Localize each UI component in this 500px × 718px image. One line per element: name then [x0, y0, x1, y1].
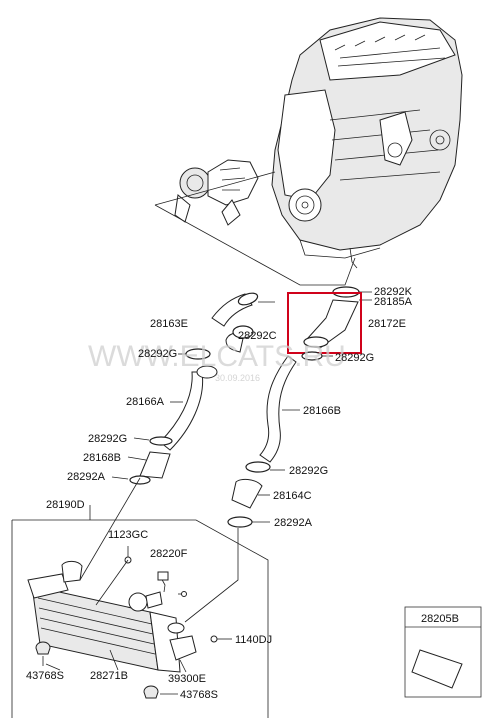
label-28205b: 28205B [421, 613, 459, 625]
grommet-43768s-bottom [143, 685, 178, 699]
pipe-28172e [303, 286, 360, 349]
engine-illustration [271, 17, 463, 269]
label-43768s-left: 43768S [26, 670, 64, 682]
label-28292g-mid: 28292G [88, 433, 127, 445]
grommet-43768s-left [35, 641, 51, 666]
label-28292a-right: 28292A [274, 517, 313, 529]
label-28185a: 28185A [374, 296, 413, 308]
label-28172e: 28172E [368, 318, 406, 330]
label-28190d: 28190D [46, 499, 85, 511]
sticker-box-28205b [404, 606, 482, 698]
turbocharger-illustration [174, 159, 259, 226]
sensor-28220f [128, 571, 187, 612]
intercooler-28271b [27, 560, 197, 673]
label-28292g-right: 28292G [335, 352, 374, 364]
hose-28164c [231, 478, 263, 509]
bolt-1123gc [95, 546, 132, 606]
watermark-date: 30.09.2016 [215, 373, 260, 383]
clamp-28292c [232, 325, 254, 339]
label-28164c: 28164C [273, 490, 312, 502]
label-1123gc: 1123GC [108, 529, 148, 541]
watermark-text: WWW.ELCATS.RU [88, 340, 346, 373]
label-43768s-bottom: 43768S [180, 689, 218, 701]
label-28168b: 28168B [83, 452, 121, 464]
label-28166b: 28166B [303, 405, 341, 417]
clamp-28292a-left [129, 475, 151, 485]
pipe-28166b [259, 355, 300, 463]
label-28292k: 28292K [374, 286, 413, 298]
label-28163e: 28163E [150, 318, 188, 330]
label-28292c: 28292C [238, 330, 277, 342]
pipe-28166a [159, 365, 218, 451]
label-28220f: 28220F [150, 548, 188, 560]
label-28292g-left: 28292G [138, 348, 177, 360]
clamp-28292a-right [227, 516, 253, 528]
label-28271b: 28271B [90, 670, 128, 682]
highlight-frame [287, 292, 362, 354]
label-1140dj: 1140DJ [235, 634, 272, 646]
label-28292a-left: 28292A [67, 471, 106, 483]
clamp-28292g-low [245, 461, 271, 473]
intercooler-assembly-box [11, 519, 269, 718]
label-39300e: 39300E [168, 673, 206, 685]
clamp-28292g-mid [149, 436, 173, 446]
label-28292g-low: 28292G [289, 465, 328, 477]
label-28166a: 28166A [126, 396, 165, 408]
bolt-1140dj [210, 635, 232, 643]
hose-28168b [139, 451, 171, 479]
